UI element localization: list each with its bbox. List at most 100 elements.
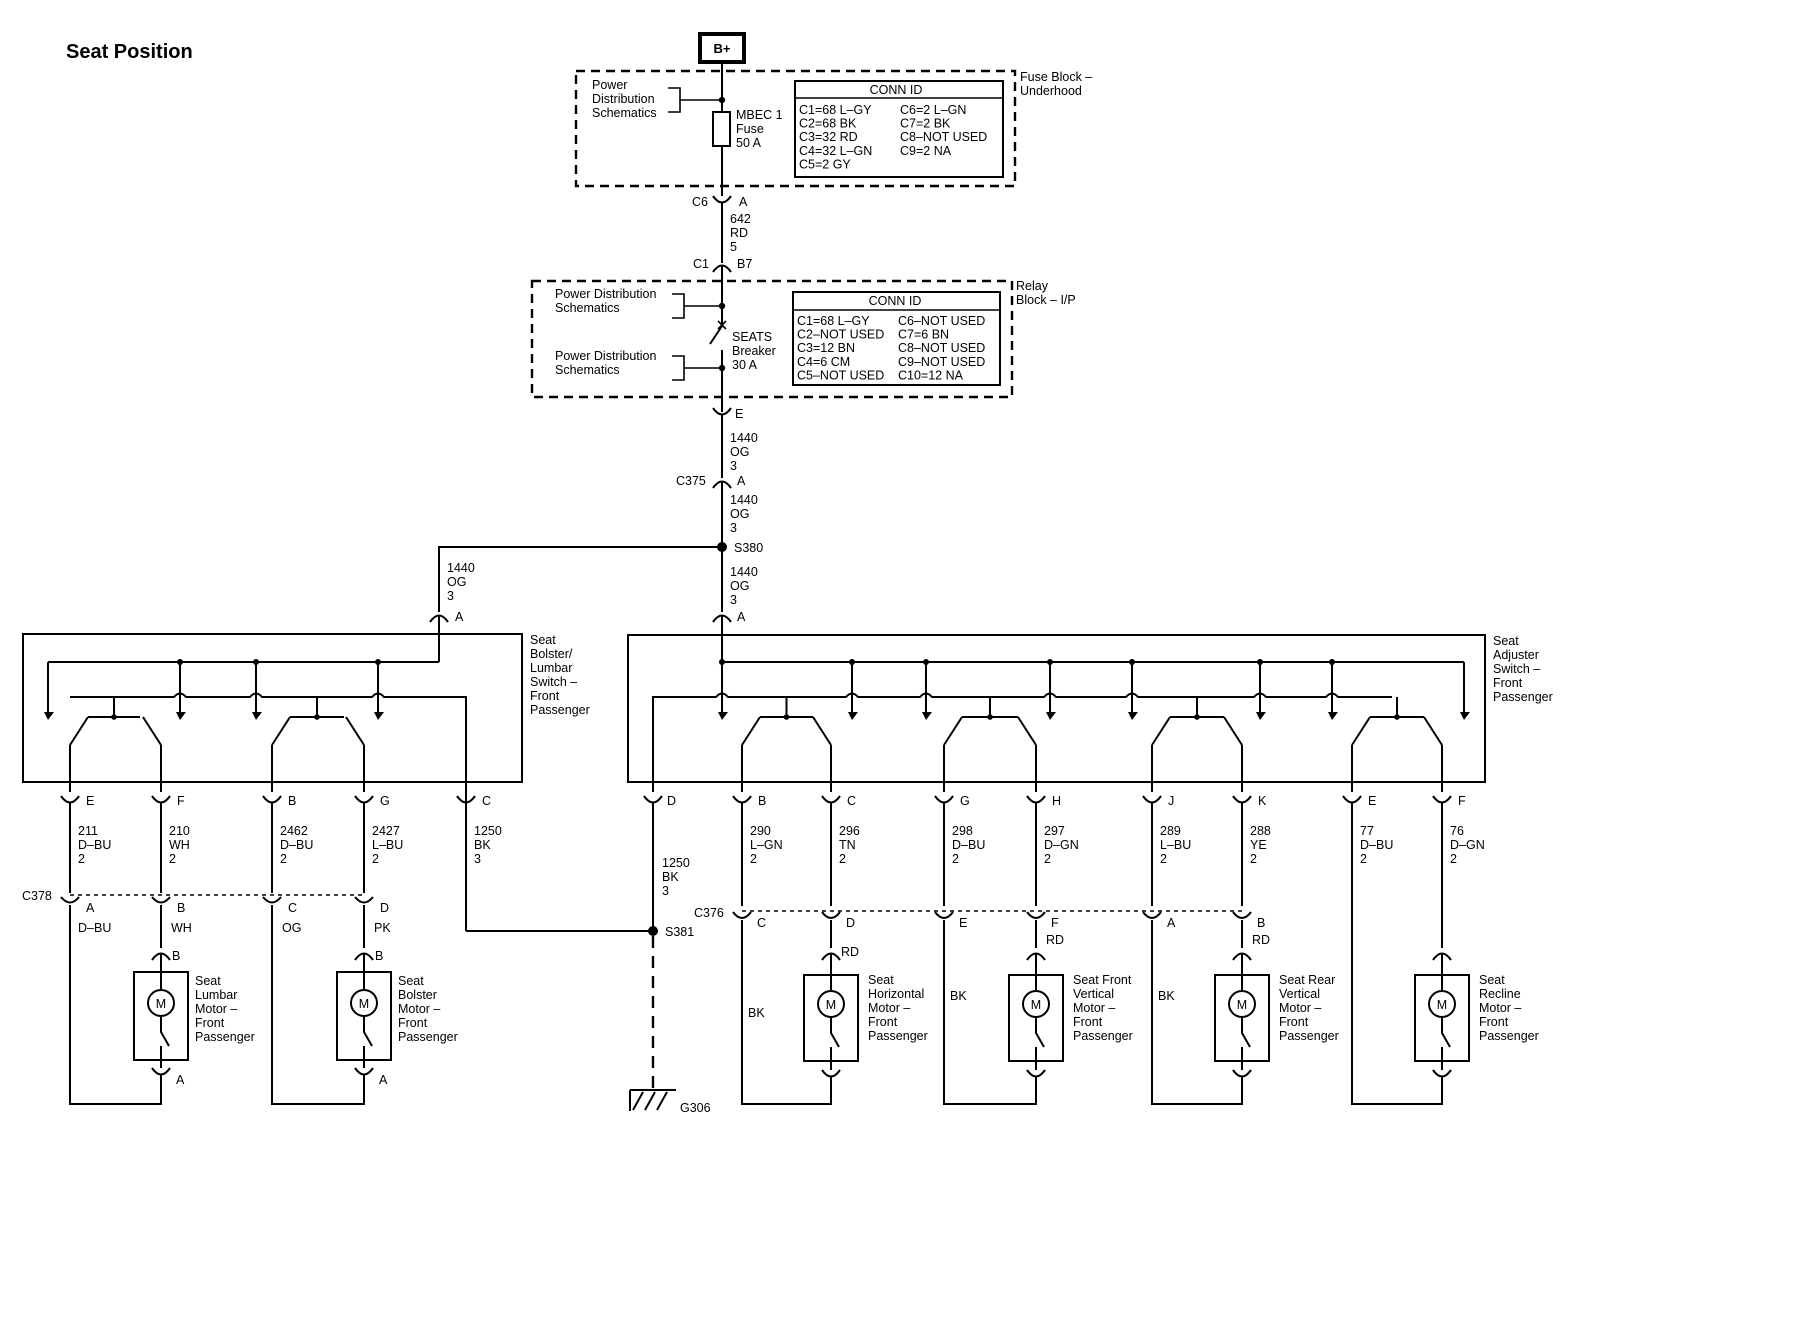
lumbar-pin-label: E bbox=[86, 794, 94, 808]
motor-pin-top: B bbox=[375, 949, 383, 963]
svg-text:5: 5 bbox=[730, 240, 737, 254]
c376-pin-label: B bbox=[1257, 916, 1265, 930]
svg-text:3: 3 bbox=[730, 459, 737, 473]
svg-text:Breaker: Breaker bbox=[732, 344, 776, 358]
s380-label: S380 bbox=[734, 541, 763, 555]
c378-pin-a: AD–BU bbox=[60, 885, 111, 935]
motor-name-line: Passenger bbox=[398, 1030, 458, 1044]
conn-id-cell: C9=2 NA bbox=[900, 144, 952, 158]
motor-name-line: Seat Front bbox=[1073, 973, 1132, 987]
c378-pin-b: BWH bbox=[151, 885, 192, 935]
motor-name-line: Seat bbox=[195, 974, 221, 988]
svg-text:Bolster/: Bolster/ bbox=[530, 647, 573, 661]
c378-wire-color: WH bbox=[171, 921, 192, 935]
fuse-conn-id-title: CONN ID bbox=[870, 83, 923, 97]
lumbar-wire-text: WH bbox=[169, 838, 190, 852]
fuse-block-pds-ref: Power Distribution Schematics bbox=[592, 78, 657, 120]
lumbar-wire-text: 2 bbox=[372, 852, 379, 866]
adjuster-wire-text: TN bbox=[839, 838, 856, 852]
c376-pin-e: E bbox=[934, 810, 967, 930]
conn-id-cell: C8–NOT USED bbox=[900, 130, 987, 144]
c376-pin-label: A bbox=[1167, 916, 1176, 930]
adjuster-wire-text: 2 bbox=[1044, 852, 1051, 866]
svg-text:OG: OG bbox=[730, 579, 749, 593]
relay-pds-ref-top: Power Distribution Schematics bbox=[555, 287, 656, 315]
conn-id-cell: C6–NOT USED bbox=[898, 314, 985, 328]
motor-symbol: M bbox=[1437, 998, 1447, 1012]
g306-ground-symbol: G306 bbox=[629, 1089, 711, 1115]
adjuster-pin-label: F bbox=[1458, 794, 1466, 808]
lumbar-pin-label: B bbox=[288, 794, 296, 808]
c376-connector: C376 bbox=[694, 906, 1242, 920]
lumbar-wire-text: 3 bbox=[474, 852, 481, 866]
relay-conn-id-table bbox=[792, 291, 1001, 386]
c378-wire-color: OG bbox=[282, 921, 301, 935]
motor-name-line: Motor – bbox=[195, 1002, 237, 1016]
lumbar-switch-label: Seat Bolster/ Lumbar Switch – Front Pass… bbox=[530, 633, 590, 717]
svg-text:Power: Power bbox=[592, 78, 627, 92]
wire-1250-ground-label: 1250 BK 3 bbox=[662, 856, 690, 898]
svg-text:1440: 1440 bbox=[730, 431, 758, 445]
svg-text:1250: 1250 bbox=[662, 856, 690, 870]
adjuster-pin-label: E bbox=[1368, 794, 1376, 808]
relay-block-label: Relay Block – I/P bbox=[1016, 279, 1076, 307]
lumbar-pin-b: B bbox=[262, 794, 296, 810]
motor-name-line: Motor – bbox=[868, 1001, 910, 1015]
adjuster-wire-text: D–BU bbox=[952, 838, 985, 852]
svg-text:C6: C6 bbox=[692, 195, 708, 209]
motor-name-line: Seat bbox=[1479, 973, 1505, 987]
c6-connector: C6 A bbox=[692, 195, 748, 209]
motor-name-line: Seat bbox=[868, 973, 894, 987]
adjuster-wire-text: L–BU bbox=[1160, 838, 1191, 852]
svg-text:Distribution: Distribution bbox=[592, 92, 655, 106]
svg-text:OG: OG bbox=[730, 507, 749, 521]
svg-text:1440: 1440 bbox=[730, 565, 758, 579]
svg-text:Power Distribution: Power Distribution bbox=[555, 287, 656, 301]
svg-text:E: E bbox=[735, 407, 743, 421]
conn-id-cell: C3=32 RD bbox=[799, 130, 858, 144]
svg-text:Seat: Seat bbox=[530, 633, 556, 647]
svg-text:Fuse Block –: Fuse Block – bbox=[1020, 70, 1092, 84]
lumbar-pin-e: E bbox=[60, 794, 94, 810]
svg-text:Switch –: Switch – bbox=[530, 675, 577, 689]
adjuster-wire-text: D–BU bbox=[1360, 838, 1393, 852]
fuse-block-label: Fuse Block – Underhood bbox=[1020, 70, 1092, 98]
motor-symbol: M bbox=[156, 997, 166, 1011]
svg-text:Block – I/P: Block – I/P bbox=[1016, 293, 1076, 307]
motor-name-line: Passenger bbox=[195, 1030, 255, 1044]
s381-splice bbox=[648, 926, 658, 936]
c376-pin-f: F bbox=[1026, 810, 1059, 930]
c1-connector: C1 B7 bbox=[693, 257, 752, 287]
adjuster-switch-label: Seat Adjuster Switch – Front Passenger bbox=[1493, 634, 1553, 704]
adjuster-pin-g: G bbox=[934, 794, 970, 810]
lumbar-wire-text: 2427 bbox=[372, 824, 400, 838]
adjuster-wire-text: 298 bbox=[952, 824, 973, 838]
c378-connector: C378 bbox=[22, 889, 364, 903]
svg-text:1440: 1440 bbox=[447, 561, 475, 575]
adjuster-switch-internals bbox=[652, 659, 1470, 792]
adjuster-pin-label: G bbox=[960, 794, 970, 808]
adjuster-wire-text: 2 bbox=[1450, 852, 1457, 866]
diagram-title: Seat Position bbox=[66, 41, 193, 63]
adjuster-pin-label: D bbox=[667, 794, 676, 808]
conn-id-cell: C9–NOT USED bbox=[898, 355, 985, 369]
svg-text:Lumbar: Lumbar bbox=[530, 661, 572, 675]
svg-text:Passenger: Passenger bbox=[1493, 690, 1553, 704]
mbec1-fuse-label: MBEC 1 Fuse 50 A bbox=[736, 108, 783, 150]
svg-text:A: A bbox=[739, 195, 748, 209]
seats-breaker-symbol bbox=[709, 320, 727, 412]
conn-id-cell: C2=68 BK bbox=[799, 117, 857, 131]
motor-symbol: M bbox=[1031, 998, 1041, 1012]
lumbar-pin-g: G bbox=[354, 794, 390, 810]
svg-text:OG: OG bbox=[730, 445, 749, 459]
